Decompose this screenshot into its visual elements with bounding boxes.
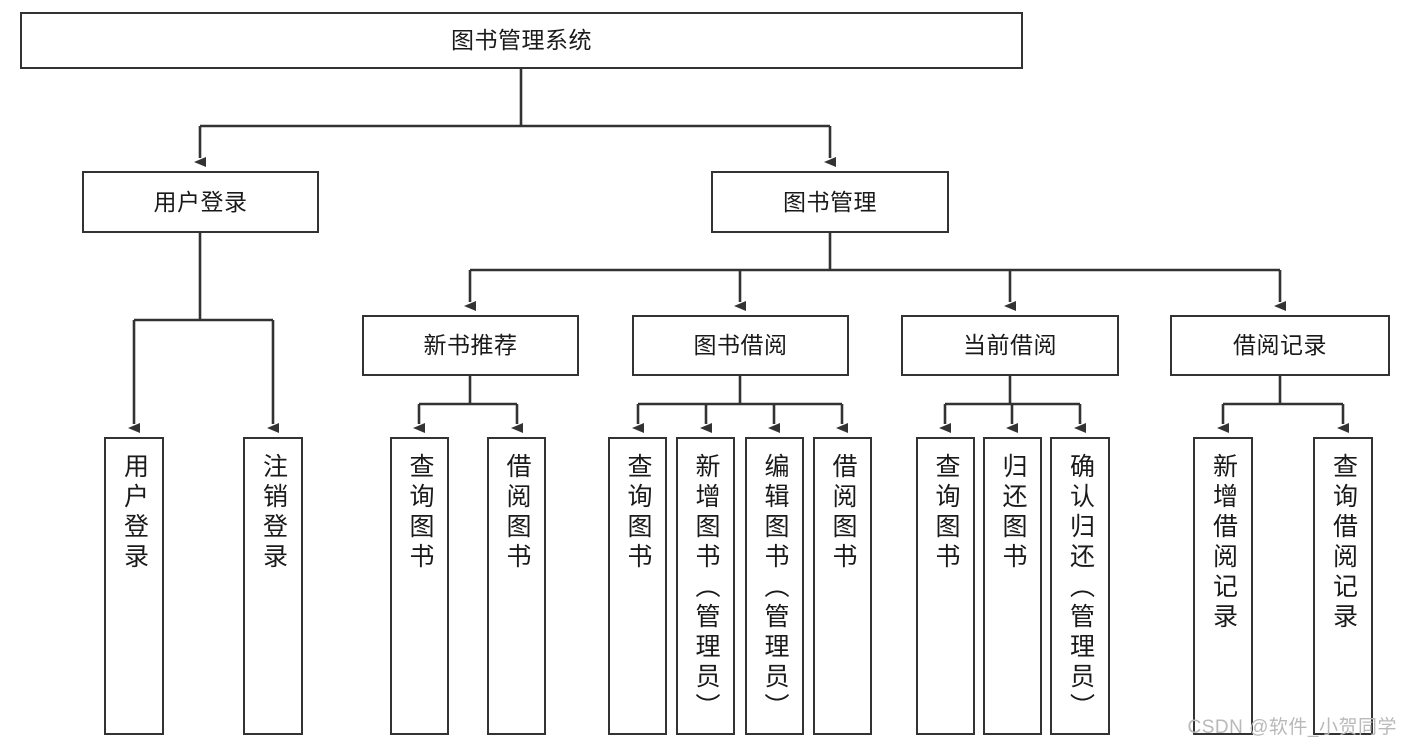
node-leaf-query-book-2[interactable]: 查询图书: [608, 437, 667, 735]
node-label: 查询图书: [406, 453, 434, 573]
node-label: 图书管理系统: [451, 27, 592, 54]
node-label: 借阅图书: [829, 453, 857, 573]
node-book-manage[interactable]: 图书管理: [711, 171, 949, 233]
node-label: 借阅记录: [1233, 332, 1327, 359]
csdn-watermark: CSDN @软件_小贺同学: [1187, 717, 1397, 738]
node-leaf-borrow-book-2[interactable]: 借阅图书: [813, 437, 872, 735]
node-label: 当前借阅: [963, 332, 1057, 359]
node-book-borrow[interactable]: 图书借阅: [632, 315, 849, 376]
node-label: 编辑图书（管理员）: [761, 453, 789, 723]
node-new-book-rec[interactable]: 新书推荐: [362, 315, 579, 376]
node-leaf-query-book-1[interactable]: 查询图书: [390, 437, 449, 735]
node-label: 新书推荐: [423, 332, 518, 359]
node-label: 图书借阅: [693, 332, 788, 359]
node-current-borrow[interactable]: 当前借阅: [901, 315, 1119, 376]
node-leaf-return-book[interactable]: 归还图书: [983, 437, 1042, 735]
node-label: 查询图书: [932, 453, 960, 573]
node-label: 查询图书: [624, 453, 652, 573]
node-leaf-user-login[interactable]: 用户登录: [104, 437, 164, 735]
node-label: 查询借阅记录: [1329, 453, 1358, 633]
node-label: 注销登录: [259, 453, 288, 573]
node-leaf-query-book-3[interactable]: 查询图书: [916, 437, 975, 735]
node-label: 新增借阅记录: [1209, 453, 1238, 633]
node-leaf-query-record[interactable]: 查询借阅记录: [1313, 437, 1373, 735]
node-leaf-borrow-book-1[interactable]: 借阅图书: [487, 437, 546, 735]
node-label: 确认归还（管理员）: [1066, 453, 1095, 723]
node-label: 图书管理: [783, 188, 877, 215]
node-leaf-add-book[interactable]: 新增图书（管理员）: [676, 437, 735, 735]
node-book-management-system[interactable]: 图书管理系统: [20, 12, 1023, 69]
node-label: 归还图书: [999, 453, 1027, 573]
node-user-login[interactable]: 用户登录: [82, 171, 319, 233]
node-leaf-edit-book[interactable]: 编辑图书（管理员）: [745, 437, 804, 735]
node-label: 用户登录: [120, 453, 149, 573]
node-borrow-record[interactable]: 借阅记录: [1170, 315, 1390, 376]
node-leaf-logout[interactable]: 注销登录: [243, 437, 303, 735]
node-leaf-confirm-return[interactable]: 确认归还（管理员）: [1050, 437, 1110, 735]
node-label: 新增图书（管理员）: [692, 453, 720, 723]
node-leaf-add-record[interactable]: 新增借阅记录: [1193, 437, 1253, 735]
node-label: 借阅图书: [503, 453, 531, 573]
node-label: 用户登录: [153, 188, 248, 215]
